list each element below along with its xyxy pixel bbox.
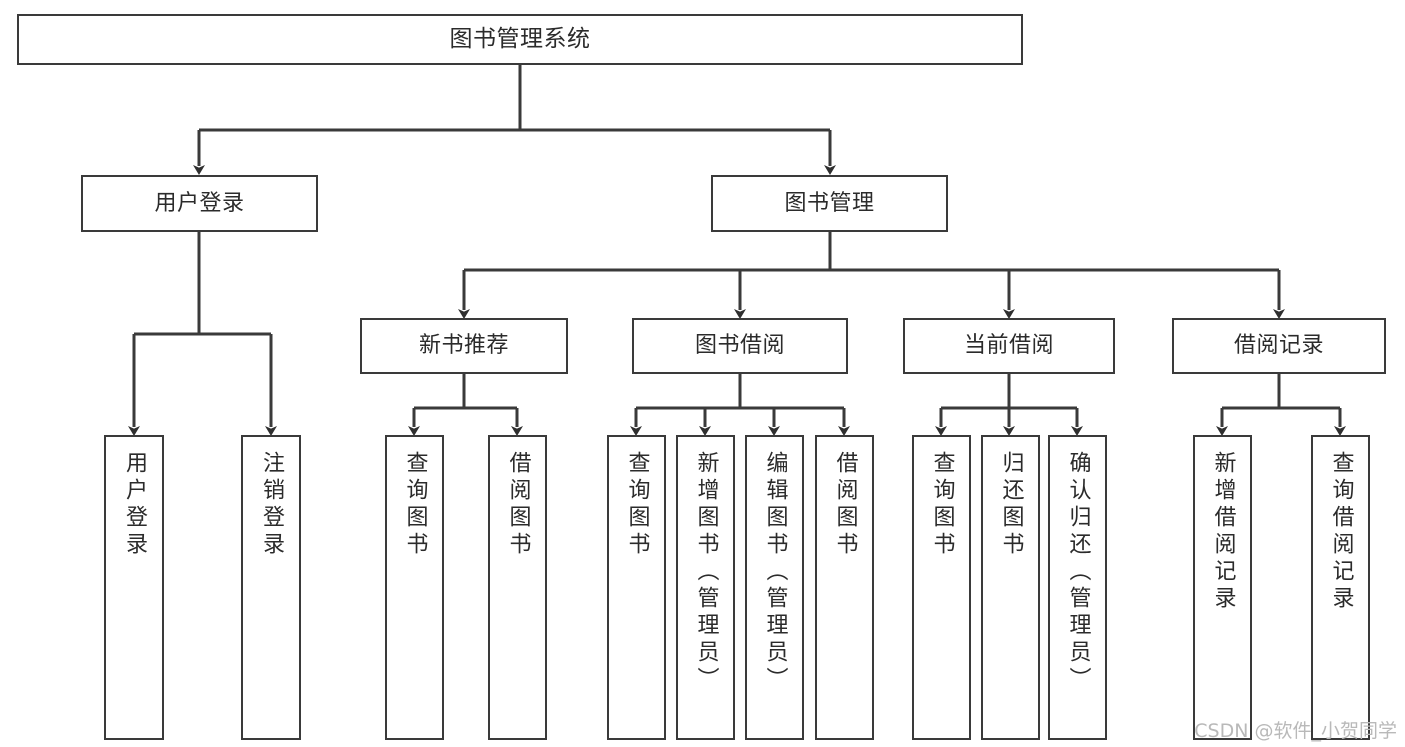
node-leaf-edit-book[interactable]: 编辑图书（管理员） — [745, 435, 804, 740]
node-label: 查询图书 — [624, 451, 650, 559]
node-leaf-add-book[interactable]: 新增图书（管理员） — [676, 435, 735, 740]
node-label: 新增图书（管理员） — [693, 451, 719, 694]
node-label: 借阅记录 — [1233, 333, 1324, 359]
node-label: 查询借阅记录 — [1328, 451, 1354, 613]
node-leaf-add-record[interactable]: 新增借阅记录 — [1193, 435, 1252, 740]
node-root-图书管理系统[interactable]: 图书管理系统 — [17, 14, 1023, 65]
node-label: 编辑图书（管理员） — [762, 451, 788, 694]
node-leaf-borrow-book-2[interactable]: 借阅图书 — [815, 435, 874, 740]
node-leaf-query-book-2[interactable]: 查询图书 — [607, 435, 666, 740]
node-new-book-recommend[interactable]: 新书推荐 — [360, 318, 568, 374]
node-label: 图书管理系统 — [449, 26, 591, 53]
node-label: 用户登录 — [122, 451, 147, 559]
node-book-borrow[interactable]: 图书借阅 — [632, 318, 848, 374]
node-leaf-query-record[interactable]: 查询借阅记录 — [1311, 435, 1370, 740]
node-label: 新书推荐 — [418, 333, 509, 359]
node-leaf-logout[interactable]: 注销登录 — [241, 435, 301, 740]
node-book-manage[interactable]: 图书管理 — [711, 175, 948, 232]
node-label: 归还图书 — [998, 451, 1024, 559]
node-label: 用户登录 — [154, 190, 245, 216]
node-label: 借阅图书 — [505, 451, 531, 559]
node-leaf-query-book-1[interactable]: 查询图书 — [385, 435, 444, 740]
node-leaf-user-login[interactable]: 用户登录 — [104, 435, 164, 740]
node-label: 查询图书 — [929, 451, 955, 559]
node-label: 查询图书 — [402, 451, 428, 559]
node-label: 借阅图书 — [832, 451, 858, 559]
node-label: 确认归还（管理员） — [1065, 451, 1091, 694]
node-current-borrow[interactable]: 当前借阅 — [903, 318, 1115, 374]
watermark: CSDN @软件_小贺同学 — [1194, 720, 1397, 742]
node-leaf-confirm-return[interactable]: 确认归还（管理员） — [1048, 435, 1107, 740]
node-borrow-record[interactable]: 借阅记录 — [1172, 318, 1386, 374]
node-leaf-return-book[interactable]: 归还图书 — [981, 435, 1040, 740]
node-user-login[interactable]: 用户登录 — [81, 175, 318, 232]
node-label: 图书借阅 — [694, 333, 785, 359]
node-label: 注销登录 — [259, 451, 284, 559]
node-label: 图书管理 — [784, 190, 875, 216]
node-label: 当前借阅 — [963, 333, 1054, 359]
node-leaf-borrow-book-1[interactable]: 借阅图书 — [488, 435, 547, 740]
node-leaf-query-book-3[interactable]: 查询图书 — [912, 435, 971, 740]
node-label: 新增借阅记录 — [1210, 451, 1236, 613]
